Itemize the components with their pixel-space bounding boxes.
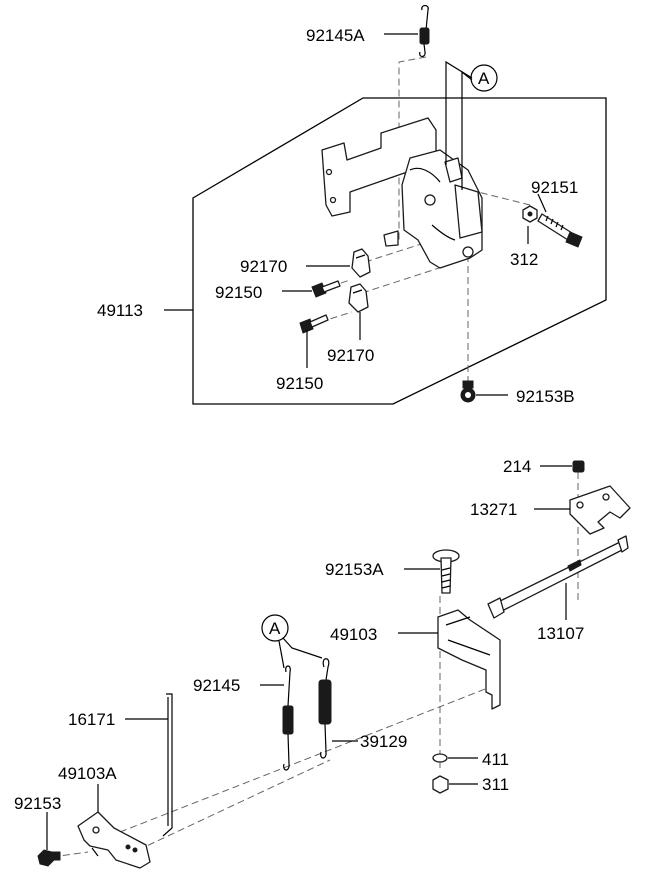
label-A-bottom: A: [269, 619, 281, 638]
bolt-92153A: [432, 549, 460, 594]
nut-312: [522, 205, 538, 223]
label-92170-lower: 92170: [327, 346, 374, 365]
lever-49103A: [77, 811, 151, 869]
spring-39129: [318, 658, 332, 759]
label-92153: 92153: [14, 794, 61, 813]
washer-411: [432, 753, 448, 763]
label-92145: 92145: [193, 676, 240, 695]
label-16171: 16171: [68, 710, 115, 729]
clip-92170-upper: [351, 248, 371, 278]
bolt-92150-upper: [311, 280, 341, 298]
spring-92145A: [419, 4, 430, 58]
label-311: 311: [482, 775, 509, 794]
label-214: 214: [503, 457, 531, 476]
screw-214: [572, 460, 585, 473]
control-bracket: [321, 117, 483, 269]
label-49103A: 49103A: [58, 764, 117, 783]
label-49113: 49113: [97, 301, 143, 320]
label-49103: 49103: [330, 625, 377, 644]
leaders-top: [164, 33, 547, 396]
bolt-92153B: [460, 380, 476, 403]
label-312: 312: [510, 250, 538, 269]
plate-13271: [569, 485, 631, 535]
callout-A-top: [445, 60, 498, 190]
callout-A-bottom: [261, 614, 323, 669]
shaft-13107: [487, 535, 629, 619]
label-92145A: 92145A: [306, 26, 365, 45]
label-92150-upper: 92150: [215, 283, 262, 302]
spring-92145: [282, 665, 294, 771]
callout-labels: 92145A A 92151 312 92170 92150 49113 921…: [14, 26, 584, 813]
bolt-92150-lower: [299, 314, 329, 334]
bracket-49103: [437, 609, 501, 710]
label-92153B: 92153B: [516, 387, 575, 406]
bolt-92153: [37, 849, 61, 867]
bolt-92151: [537, 213, 583, 248]
label-13107: 13107: [537, 624, 584, 643]
label-92170-upper: 92170: [240, 257, 287, 276]
label-92150-lower: 92150: [276, 374, 323, 393]
assembly-frame-49113: [192, 97, 607, 405]
label-39129: 39129: [360, 732, 407, 751]
leaders-bottom: [46, 465, 572, 850]
label-92153A: 92153A: [325, 560, 384, 579]
label-13271: 13271: [470, 500, 517, 519]
label-A-top: A: [478, 69, 490, 88]
label-92151: 92151: [531, 178, 578, 197]
nut-311: [432, 775, 449, 794]
clip-92170-lower: [348, 283, 369, 313]
label-411: 411: [482, 750, 509, 769]
